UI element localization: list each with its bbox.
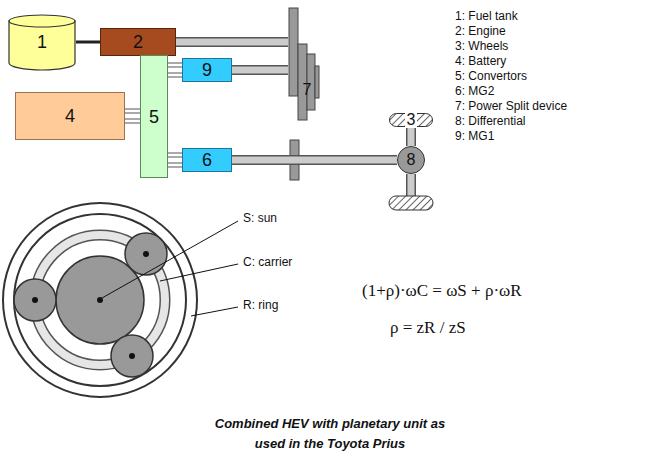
legend-item: 6: MG2 — [455, 85, 494, 99]
callout-number: 8 — [407, 152, 416, 168]
axle — [406, 174, 416, 196]
gear-shape — [288, 8, 320, 120]
planetary-gear — [3, 203, 197, 397]
battery-box: 4 — [15, 92, 125, 140]
leader-line — [102, 221, 238, 298]
shaft — [232, 160, 397, 161]
motor-box: 6 — [182, 148, 232, 172]
legend-item: 5: Convertors — [455, 70, 527, 84]
shaft — [411, 127, 412, 146]
caption: Combined HEV with planetary unit as used… — [205, 414, 455, 453]
shaft — [176, 42, 288, 43]
legend-item: 3: Wheels — [455, 40, 508, 54]
callout-number: 2 — [133, 33, 143, 51]
power-split-device: 7 — [288, 8, 320, 120]
legend-item: 7: Power Split device — [455, 100, 567, 114]
callout-number: 3 — [405, 112, 418, 128]
legend-item: 9: MG1 — [455, 130, 494, 144]
part-label: S: sun — [243, 212, 277, 226]
motor-box: 9 — [182, 58, 232, 82]
axle — [408, 174, 415, 196]
callout-number: 7 — [303, 82, 312, 98]
part-label: R: ring — [243, 299, 278, 313]
fuel-line — [76, 42, 100, 43]
leader-line — [191, 307, 238, 316]
equation: ρ = zR / zS — [390, 318, 466, 338]
leader-line — [160, 264, 238, 281]
legend-item: 1: Fuel tank — [455, 10, 518, 24]
callout-number: 6 — [202, 151, 212, 169]
engine-box: 2 — [100, 28, 176, 56]
callout-number: 5 — [149, 108, 159, 126]
power-cable — [168, 65, 182, 75]
shaft — [232, 70, 288, 71]
wheel: 3 — [389, 113, 433, 127]
power-cable — [125, 111, 140, 121]
part-label: C: carrier — [243, 256, 292, 270]
legend-item: 8: Differential — [455, 115, 525, 129]
callout-number: 4 — [65, 107, 75, 125]
power-cable — [168, 155, 182, 165]
equation: (1+ρ)·ωC = ωS + ρ·ωR — [362, 281, 522, 301]
callout-number: 9 — [202, 61, 212, 79]
legend-item: 4: Battery — [455, 55, 506, 69]
converter-box: 5 — [140, 55, 168, 178]
differential-circle: 8 — [397, 146, 425, 174]
legend-item: 2: Engine — [455, 25, 506, 39]
callout-number: 1 — [37, 33, 47, 51]
wheel — [389, 196, 433, 210]
fuel-tank: 1 — [8, 14, 76, 70]
